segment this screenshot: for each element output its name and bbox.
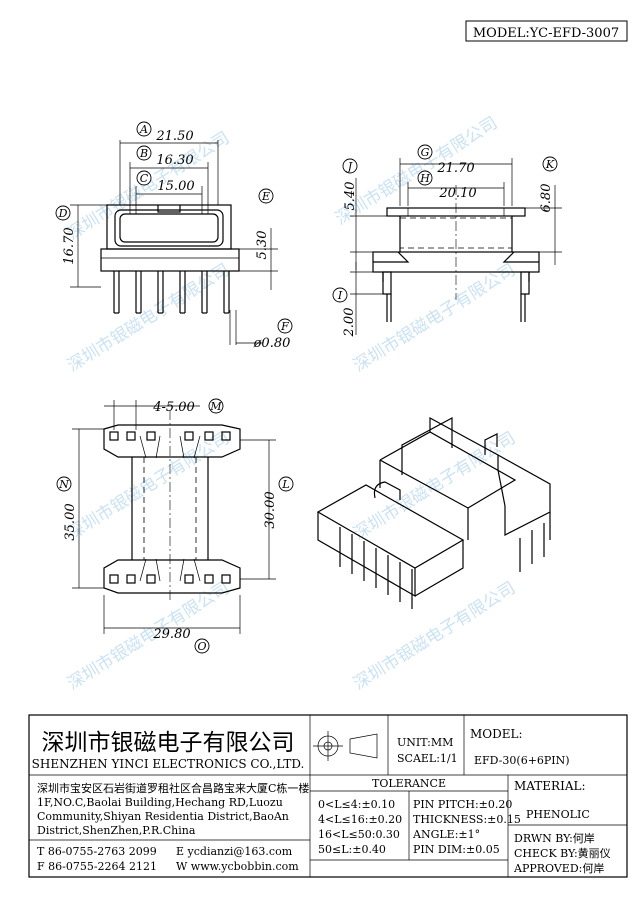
isometric-view <box>316 416 551 609</box>
dim-tag-i: I <box>337 289 343 302</box>
material-value: PHENOLIC <box>526 808 590 821</box>
dim-tag-a: A <box>139 123 148 136</box>
dim-g-value: 21.70 <box>436 161 474 176</box>
tel: T 86-0755-2763 2099 <box>37 845 157 858</box>
pin-spec-row: PIN PITCH:±0.20 <box>413 798 512 811</box>
dim-tag-l: L <box>281 478 289 491</box>
website: W www.ycbobbin.com <box>176 860 299 873</box>
address-line: 深圳市宝安区石岩街道罗租社区合昌路宝来大厦C栋一楼 <box>37 781 309 795</box>
material-label: MATERIAL: <box>514 779 586 793</box>
email: E ycdianzi@163.com <box>176 845 293 858</box>
dim-tag-j: J <box>346 160 353 173</box>
dim-tag-k: K <box>545 158 555 171</box>
watermark: 深圳市银磁电子有限公司 <box>332 113 501 229</box>
dim-h-value: 20.10 <box>438 186 476 201</box>
dim-tag-f: F <box>280 320 289 333</box>
tolerance-row: 4<L≤16:±0.20 <box>318 813 402 826</box>
address-line: 1F,NO.C,Baolai Building,Hechang RD,Luozu <box>37 796 283 809</box>
fax: F 86-0755-2264 2121 <box>37 860 157 873</box>
pin-spec-row: ANGLE:±1° <box>412 828 480 841</box>
dim-m-value: 4-5.00 <box>152 400 195 415</box>
dim-c-value: 15.00 <box>157 179 194 194</box>
tolerance-row: 16<L≤50:0.30 <box>318 828 400 841</box>
front-view: A 21.50 B 16.30 C 15.00 D 16.70 E 5.30 <box>55 121 293 351</box>
dim-tag-d: D <box>58 207 68 220</box>
dim-j-value: 5.40 <box>343 182 358 211</box>
dim-tag-n: N <box>58 478 69 491</box>
watermark: 深圳市银磁电子有限公司 <box>350 428 519 544</box>
checked-by: CHECK BY:黄丽仪 <box>514 846 611 860</box>
scale: SCAEL:1/1 <box>397 752 458 765</box>
watermark: 深圳市银磁电子有限公司 <box>350 260 519 376</box>
address-line: District,ShenZhen,P.R.China <box>37 824 196 837</box>
side-view: G 21.70 H 20.10 J 5.40 K 6.80 I 2.00 <box>332 144 562 338</box>
pin-spec-row: PIN DIM:±0.05 <box>413 843 500 856</box>
dim-tag-c: C <box>140 172 149 185</box>
dim-tag-g: G <box>421 146 430 159</box>
company-name-en: SHENZHEN YINCI ELECTRONICS CO.,LTD. <box>32 757 305 771</box>
dim-b-value: 16.30 <box>156 153 193 168</box>
model-label: MODEL: <box>470 727 523 741</box>
dim-l-value: 30.00 <box>263 491 278 528</box>
dim-tag-m: M <box>209 400 222 413</box>
dim-f-value: ø0.80 <box>253 336 291 351</box>
title-block: 深圳市银磁电子有限公司 SHENZHEN YINCI ELECTRONICS C… <box>28 714 628 878</box>
drawn-by: DRWN BY:何岸 <box>514 832 595 845</box>
dim-n-value: 35.00 <box>63 503 78 540</box>
watermark: 深圳市银磁电子有限公司 <box>64 578 233 694</box>
tolerance-row: 50≤L:±0.40 <box>318 843 386 856</box>
dim-o-value: 29.80 <box>152 627 190 642</box>
pin-spec-row: THICKNESS:±0.15 <box>413 813 521 826</box>
bottom-view: 4-5.00 M N 35.00 L 30.00 29.80 O <box>56 398 294 654</box>
model-header-box <box>465 20 628 42</box>
approved-by: APPROVED:何岸 <box>513 862 604 875</box>
tolerance-title: TOLERANCE <box>372 777 446 790</box>
dim-a-value: 21.50 <box>155 129 193 144</box>
projection-symbol-icon <box>313 731 378 761</box>
dim-tag-e: E <box>261 190 270 203</box>
dim-k-value: 6.80 <box>539 184 554 213</box>
dim-tag-b: B <box>139 147 148 160</box>
dim-tag-h: H <box>419 172 430 185</box>
address-line: Community,Shiyan Residentia District,Bao… <box>37 810 289 823</box>
dim-tag-o: O <box>197 640 206 653</box>
dim-i-value: 2.00 <box>342 308 357 338</box>
tolerance-row: 0<L≤4:±0.10 <box>318 798 395 811</box>
company-name-cn: 深圳市银磁电子有限公司 <box>42 730 295 756</box>
watermark: 深圳市银磁电子有限公司 <box>350 578 519 694</box>
dim-e-value: 5.30 <box>255 231 270 260</box>
unit: UNIT:MM <box>397 736 453 749</box>
dim-d-value: 16.70 <box>62 227 77 264</box>
watermark: 深圳市银磁电子有限公司 <box>64 260 233 376</box>
model-value: EFD-30(6+6PIN) <box>474 754 570 767</box>
model-title: MODEL:YC-EFD-3007 <box>473 26 619 41</box>
